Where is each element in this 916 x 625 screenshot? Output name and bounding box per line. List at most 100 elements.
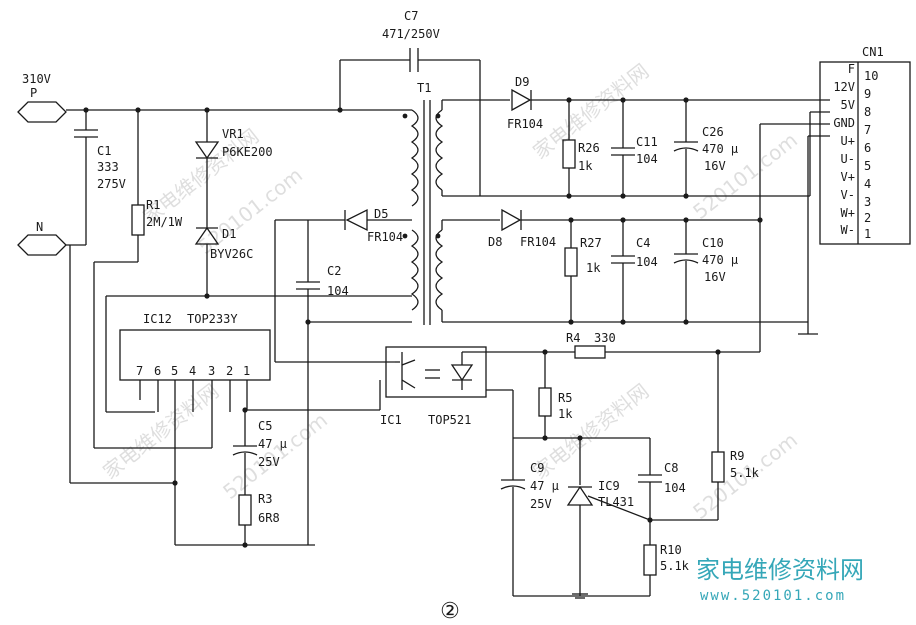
r3-resistor [238,494,252,526]
primary-wiring [17,48,481,548]
c5-value1: 47 μ [258,437,287,451]
c26-value1: 470 μ [702,142,738,156]
ic1-optocoupler-body [385,346,487,398]
d8-value: FR104 [520,235,556,249]
r5-value: 1k [558,407,573,421]
c7-ref: C7 [404,9,418,23]
vr1-ref: VR1 [222,127,244,141]
c5-value2: 25V [258,455,280,469]
r1-ref: R1 [146,198,160,212]
vr1-diode [194,141,220,160]
d5-diode [345,208,368,232]
d9-ref: D9 [515,75,529,89]
ic9-ref: IC9 [598,479,620,493]
cn1-ref: CN1 [862,45,884,59]
c4-ref: C4 [636,236,650,250]
cn1-pin-number: 1 [864,227,871,241]
input-voltage-label: 310V [22,72,51,86]
brand-url: www.520101.com [700,588,846,604]
ic12-value: TOP233Y [187,312,238,326]
cn1-pin-number: 9 [864,87,871,101]
c5-ref: C5 [258,419,272,433]
ic12-pin-3: 3 [208,364,215,378]
ic9-value: TL431 [598,495,634,509]
t1-primary-winding [410,109,419,207]
c4-value: 104 [636,255,658,269]
c26-ref: C26 [702,125,724,139]
cn1-pin-number: 5 [864,159,871,173]
c10-value2: 16V [704,270,726,284]
cn1-pin-label: U- [841,152,855,166]
c1-ref: C1 [97,144,111,158]
r5-ref: R5 [558,391,572,405]
c10-ref: C10 [702,236,724,250]
p-terminal [17,101,67,123]
c9-value2: 25V [530,497,552,511]
cn1-pin-number: 8 [864,105,871,119]
d1-ref: D1 [222,227,236,241]
r10-resistor [643,544,657,576]
cn1-body [819,61,911,245]
d9-diode [511,88,532,112]
cn1-pin-label: 12V [833,80,855,94]
r10-ref: R10 [660,543,682,557]
c9-ref: C9 [530,461,544,475]
cn1-pin-label: U+ [841,134,855,148]
cn1-pin-number: 7 [864,123,871,137]
c11-value: 104 [636,152,658,166]
r26-value: 1k [578,159,593,173]
ic12-pin-6: 6 [154,364,161,378]
c8-value: 104 [664,481,686,495]
d5-ref: D5 [374,207,388,221]
c9-value1: 47 μ [530,479,559,493]
cn1-pin-label: V- [841,188,855,202]
cn1-pin-number: 4 [864,177,871,191]
r27-ref: R27 [580,236,602,250]
r4-value: 330 [594,331,616,345]
c1-value2: 275V [97,177,126,191]
transformer-t1 [402,99,810,325]
r27-value: 1k [586,261,601,275]
ic12-pin-7: 7 [136,364,143,378]
figure-number: ② [440,599,460,624]
secondary-5v [501,123,830,352]
cn1-pin-labels: F 10 12V 9 5V 8 GND 7 U+ 6 U- 5 V+ 4 V- … [833,62,878,241]
cn1-pin-number: 10 [864,69,878,83]
c2-value: 104 [327,284,349,298]
cn1-pin-label: W+ [841,206,855,220]
d8-ref: D8 [488,235,502,249]
brand-logo: 家电维修资料网 www.520101.com [696,556,864,604]
ic1-value: TOP521 [428,413,471,427]
c10-value1: 470 μ [702,253,738,267]
c1-value1: 333 [97,160,119,174]
ic12-body [119,329,271,381]
t1-ref: T1 [417,81,431,95]
cn1-pin-label: GND [833,116,855,130]
n-label: N [36,220,43,234]
cn1-pin-label: W- [841,223,855,237]
d9-value: FR104 [507,117,543,131]
c8-ref: C8 [664,461,678,475]
ic12-pin-1: 1 [243,364,250,378]
r1-value: 2M/1W [146,215,183,229]
ic1-led [450,364,474,382]
d8-diode [501,208,522,232]
r3-value: 6R8 [258,511,280,525]
watermark-layer: 家电维修资料网 520101.com 家电维修资料网 520101.com 家电… [98,59,802,524]
c11-ref: C11 [636,135,658,149]
cn1-pin-number: 3 [864,195,871,209]
secondary-12v [511,88,830,199]
brand-name: 家电维修资料网 [696,556,864,584]
r3-ref: R3 [258,492,272,506]
c7-value: 471/250V [382,27,440,41]
ic1-ref: IC1 [380,413,402,427]
n-terminal [17,234,67,256]
r4-ref: R4 [566,331,580,345]
r10-value: 5.1k [660,559,690,573]
connector-cn1 [819,61,911,245]
cn1-pin-label: V+ [841,170,855,184]
d5-value: FR104 [367,230,403,244]
vr1-value: P6KE200 [222,145,273,159]
r4-resistor [574,345,606,359]
